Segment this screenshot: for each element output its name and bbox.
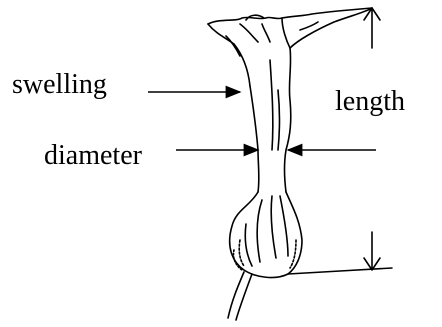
stem-body [250, 48, 291, 192]
length-arrow [364, 8, 380, 270]
diameter-label: diameter [44, 142, 142, 170]
swelling-label: swelling [12, 71, 107, 99]
base-line [288, 268, 392, 274]
bulb [230, 192, 302, 277]
length-label: length [335, 88, 405, 116]
roots [228, 272, 252, 320]
